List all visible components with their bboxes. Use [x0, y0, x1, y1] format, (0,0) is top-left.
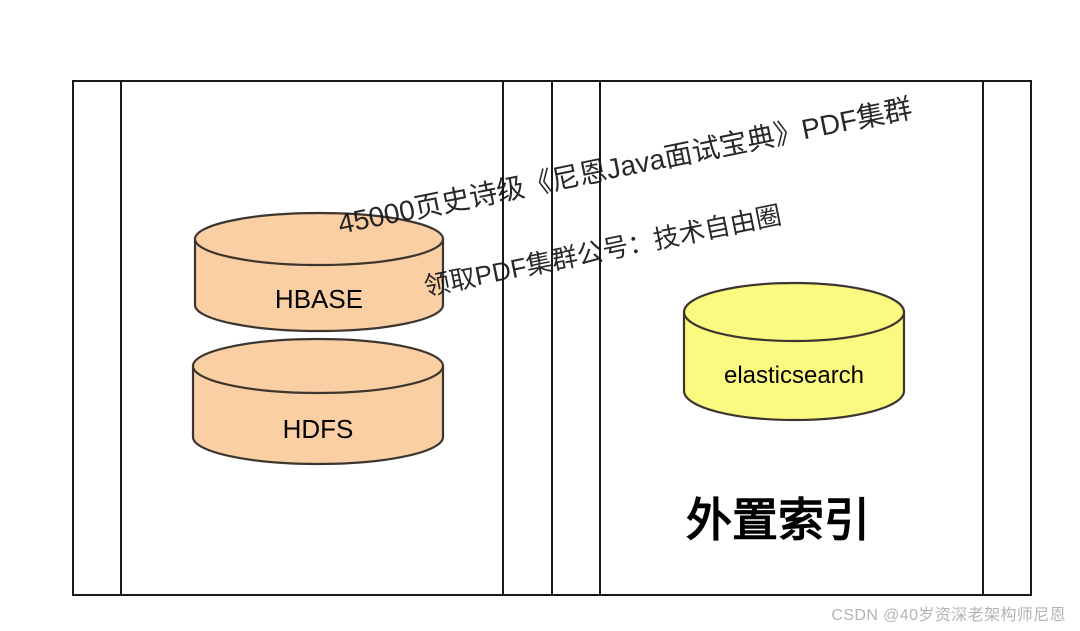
- cylinder-shape: [193, 211, 445, 333]
- divider-1: [120, 80, 122, 596]
- node-elasticsearch[interactable]: elasticsearch: [682, 281, 906, 422]
- node-hbase[interactable]: HBASE: [193, 211, 445, 333]
- cylinder-shape: [682, 281, 906, 422]
- divider-2: [502, 80, 504, 596]
- divider-4: [599, 80, 601, 596]
- csdn-watermark: CSDN @40岁资深老架构师尼恩: [831, 607, 1066, 624]
- caption-external-index: 外置索引: [686, 494, 870, 546]
- node-hdfs[interactable]: HDFS: [191, 337, 445, 466]
- divider-5: [982, 80, 984, 596]
- divider-3: [551, 80, 553, 596]
- cylinder-shape: [191, 337, 445, 466]
